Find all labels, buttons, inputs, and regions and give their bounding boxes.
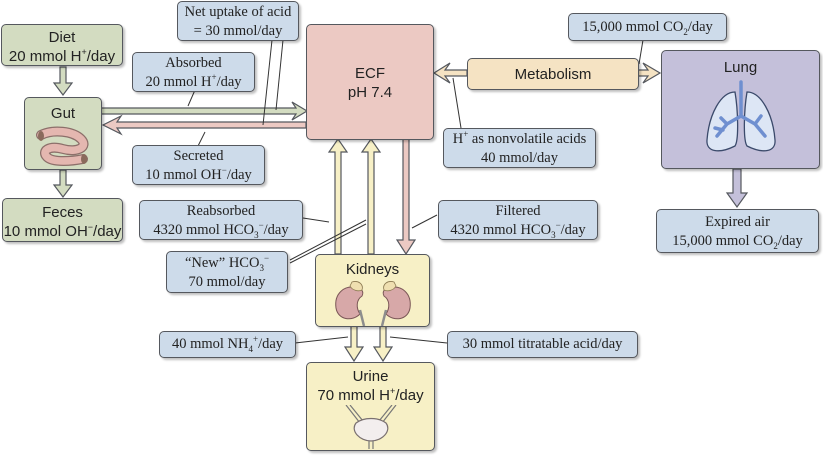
- arrow-lung-to-expired: [725, 168, 749, 209]
- pointer-absorbed: [187, 89, 196, 107]
- absorbed-title: Absorbed: [165, 55, 222, 71]
- diet-box: Diet 20 mmol H+/day: [1, 24, 123, 66]
- urine-value: 70 mmol H+/day: [317, 386, 424, 405]
- secreted-callout: Secreted 10 mmol OH−/day: [132, 145, 265, 185]
- nh4-callout: 40 mmol NH4+/day: [159, 331, 296, 358]
- pointer-titratable: [389, 336, 448, 344]
- net-uptake-callout: Net uptake of acid = 30 mmol/day: [177, 1, 299, 41]
- absorbed-callout: Absorbed 20 mmol H+/day: [132, 52, 255, 92]
- intestine-icon: [36, 126, 89, 166]
- ecf-ph: pH 7.4: [347, 84, 393, 101]
- arrow-reabsorbed: [327, 137, 349, 255]
- lungs-icon: [705, 80, 776, 152]
- pointer-reabsorbed: [302, 217, 330, 223]
- new-hco3-value: 70 mmol/day: [188, 274, 266, 290]
- absorbed-value: 20 mmol H+/day: [145, 72, 242, 90]
- ecf-title: ECF: [355, 65, 385, 82]
- new-hco3-callout: “New” HCO3− 70 mmol/day: [166, 251, 288, 293]
- expired-air-box: Expired air 15,000 mmol CO2/day: [656, 209, 819, 253]
- filtered-value: 4320 mmol HCO3−/day: [450, 220, 586, 240]
- arrow-absorbed: [100, 101, 309, 121]
- nonvolatile-acids-callout: H+ as nonvolatile acids 40 mmol/day: [443, 128, 596, 168]
- urine-title: Urine: [352, 368, 389, 385]
- expired-air-title: Expired air: [705, 214, 770, 230]
- diet-title: Diet: [48, 29, 76, 46]
- nonvolatile-line1: H+ as nonvolatile acids: [452, 129, 587, 147]
- gut-title: Gut: [50, 105, 76, 122]
- reabsorbed-value: 4320 mmol HCO3−/day: [153, 220, 289, 240]
- pointer-nonvolatile: [452, 77, 462, 129]
- feces-value: 10 mmol OH−/day: [3, 222, 122, 241]
- filtered-callout: Filtered 4320 mmol HCO3−/day: [438, 200, 598, 240]
- feces-box: Feces 10 mmol OH−/day: [2, 198, 123, 242]
- kidneys-box: Kidneys: [315, 254, 430, 327]
- pointer-co2: [638, 39, 644, 65]
- urine-box: Urine 70 mmol H+/day: [306, 362, 435, 451]
- arrow-gut-to-feces: [52, 169, 74, 198]
- pointer-filtered: [411, 214, 438, 229]
- nh4-value: 40 mmol NH4+/day: [171, 334, 284, 354]
- pointer-secreted: [197, 131, 206, 147]
- metabolism-box: Metabolism: [467, 58, 639, 90]
- ecf-box: ECF pH 7.4: [306, 24, 434, 140]
- pointer-nh4: [294, 336, 349, 344]
- pointer-new-hco3-b: [289, 223, 367, 264]
- filtered-title: Filtered: [495, 203, 541, 219]
- co2-value: 15,000 mmol CO2/day: [582, 19, 713, 37]
- metabolism-title: Metabolism: [514, 66, 592, 83]
- titratable-acid-callout: 30 mmol titratable acid/day: [447, 331, 638, 358]
- lung-title: Lung: [723, 59, 758, 76]
- lung-box: Lung: [661, 50, 820, 169]
- arrow-nh4: [343, 325, 365, 363]
- arrow-secreted: [101, 114, 307, 136]
- new-hco3-title: “New” HCO3−: [184, 253, 270, 273]
- arrow-titratable: [372, 325, 394, 363]
- feces-title: Feces: [42, 204, 83, 221]
- reabsorbed-title: Reabsorbed: [186, 203, 256, 219]
- co2-metabolism-callout: 15,000 mmol CO2/day: [568, 13, 727, 41]
- arrow-metabolism-to-lung: [637, 62, 662, 84]
- gut-box: Gut: [24, 97, 102, 170]
- arrow-metabolism-to-ecf: [432, 62, 468, 84]
- pointer-new-hco3-a: [289, 219, 367, 261]
- net-uptake-line1: Net uptake of acid: [184, 4, 292, 20]
- secreted-value: 10 mmol OH−/day: [145, 165, 252, 183]
- pointer-net-uptake-2: [275, 39, 284, 111]
- expired-air-value: 15,000 mmol CO2/day: [672, 233, 803, 251]
- net-uptake-line2: = 30 mmol/day: [193, 23, 283, 39]
- arrow-new-hco3: [360, 137, 382, 255]
- kidneys-icon: [334, 281, 411, 326]
- bladder-icon: [345, 405, 396, 449]
- diet-value: 20 mmol H+/day: [8, 47, 116, 66]
- titratable-value: 30 mmol titratable acid/day: [462, 336, 623, 352]
- nonvolatile-line2: 40 mmol/day: [481, 150, 558, 166]
- arrow-filtered: [395, 138, 417, 256]
- kidneys-title: Kidneys: [345, 261, 400, 278]
- pointer-net-uptake-1: [262, 39, 273, 126]
- secreted-title: Secreted: [173, 148, 224, 164]
- arrow-diet-to-gut: [52, 66, 74, 96]
- reabsorbed-callout: Reabsorbed 4320 mmol HCO3−/day: [139, 200, 303, 240]
